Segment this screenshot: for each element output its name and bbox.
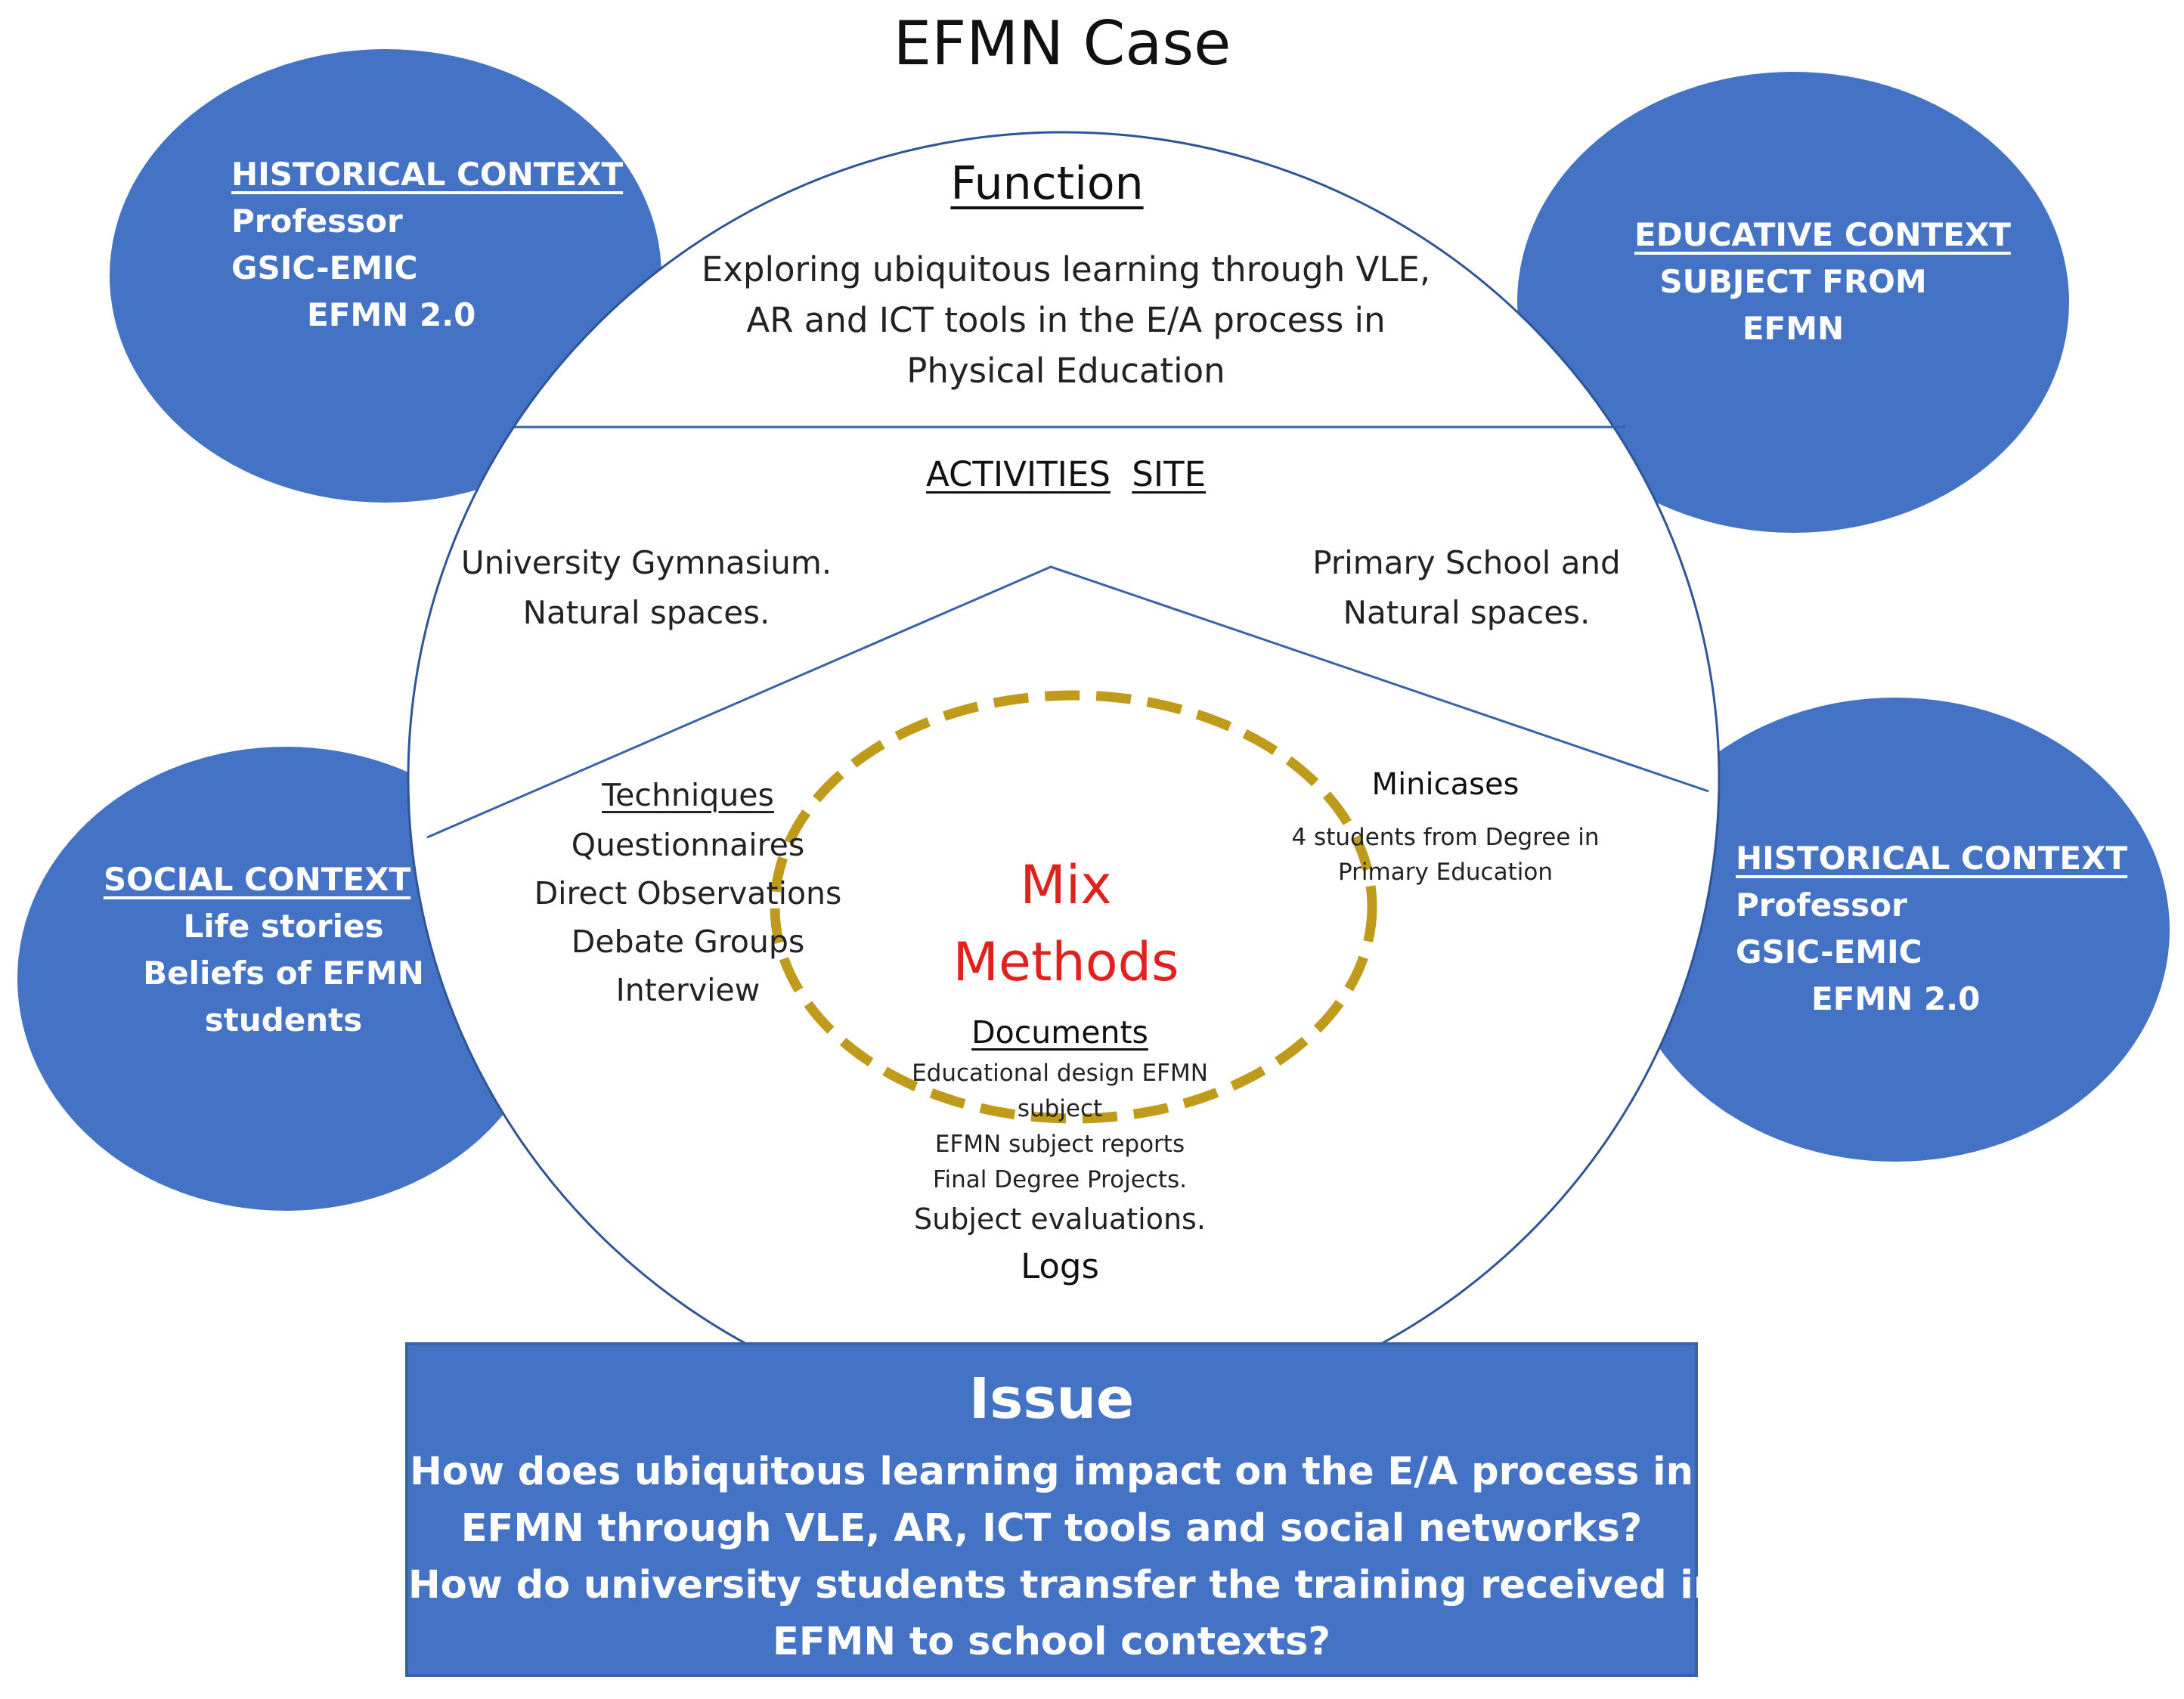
educative-context-heading: EDUCATIVE CONTEXT bbox=[1634, 216, 2011, 253]
activities-site-right-line: Natural spaces. bbox=[1343, 594, 1591, 631]
historical-context-left-circle bbox=[110, 49, 661, 503]
social-context-heading: SOCIAL CONTEXT bbox=[103, 861, 411, 898]
social-context-line: Beliefs of EFMN bbox=[143, 955, 424, 992]
technique-item: Interview bbox=[615, 972, 761, 1008]
techniques: Techniques Questionnaires Direct Observa… bbox=[461, 771, 915, 1014]
mix-methods-line: Mix bbox=[1020, 854, 1112, 916]
technique-item: Direct Observations bbox=[534, 875, 842, 911]
issue-line: How do university students transfer the … bbox=[408, 1563, 1721, 1608]
activities-site-heading-word: ACTIVITIES bbox=[925, 454, 1111, 494]
document-item: subject bbox=[1017, 1095, 1103, 1122]
educative-context-line: SUBJECT FROM bbox=[1659, 263, 1927, 300]
activities-site-heading: ACTIVITIES SITE bbox=[926, 452, 1206, 497]
activities-site-roof-line bbox=[426, 565, 1709, 839]
issue-line: EFMN through VLE, AR, ICT tools and soci… bbox=[460, 1506, 1643, 1551]
activities-site-right: Primary School and Natural spaces. bbox=[1240, 538, 1693, 638]
issue-line: How does ubiquitous learning impact on t… bbox=[410, 1450, 1693, 1494]
document-item: EFMN subject reports bbox=[934, 1131, 1185, 1158]
historical-context-right-line: Professor bbox=[1736, 887, 1907, 924]
minicases-line: 4 students from Degree in bbox=[1291, 824, 1600, 851]
document-item-logs: Logs bbox=[1021, 1246, 1099, 1286]
historical-context-left-line: GSIC-EMIC bbox=[231, 249, 418, 286]
historical-context-right-line: EFMN 2.0 bbox=[1811, 980, 1981, 1017]
mix-methods-dashed-ellipse bbox=[770, 690, 1377, 1124]
activities-site-right-line: Primary School and bbox=[1312, 544, 1621, 581]
issue-box: Issue How does ubiquitous learning impac… bbox=[405, 1342, 1721, 1677]
activities-site-left-line: University Gymnasium. bbox=[460, 544, 832, 581]
function-line: AR and ICT tools in the E/A process in bbox=[746, 300, 1386, 340]
document-item-evaluations: Subject evaluations. bbox=[914, 1202, 1206, 1236]
social-context-line: Life stories bbox=[183, 908, 384, 945]
issue-questions: How does ubiquitous learning impact on t… bbox=[408, 1444, 1721, 1670]
minicases-line: Primary Education bbox=[1338, 859, 1553, 886]
function-heading: Function bbox=[950, 157, 1144, 210]
mix-methods-label: Mix Methods bbox=[877, 846, 1255, 1001]
issue-heading: Issue bbox=[968, 1366, 1135, 1431]
social-context: SOCIAL CONTEXT Life stories Beliefs of E… bbox=[104, 856, 446, 1044]
function-line: Physical Education bbox=[906, 351, 1225, 391]
social-context-line: students bbox=[204, 1001, 363, 1038]
activities-site-left: University Gymnasium. Natural spaces. bbox=[420, 538, 873, 638]
issue-line: EFMN to school contexts? bbox=[772, 1620, 1331, 1664]
historical-context-right: HISTORICAL CONTEXT Professor GSIC-EMIC E… bbox=[1736, 835, 2127, 1023]
documents-heading: Documents bbox=[971, 1014, 1148, 1051]
educative-context: EDUCATIVE CONTEXT SUBJECT FROM EFMN bbox=[1634, 212, 2011, 352]
documents-list: Educational design EFMN subject EFMN sub… bbox=[833, 1056, 1287, 1198]
historical-context-left-heading: HISTORICAL CONTEXT bbox=[231, 156, 624, 193]
historical-context-left-line: Professor bbox=[231, 203, 403, 240]
document-item: Educational design EFMN bbox=[912, 1060, 1208, 1087]
activities-site-left-line: Natural spaces. bbox=[522, 594, 770, 631]
historical-context-right-line: GSIC-EMIC bbox=[1736, 933, 1922, 970]
function-description: Exploring ubiquitous learning through VL… bbox=[612, 244, 1520, 396]
diagram-title: EFMN Case bbox=[893, 8, 1231, 79]
minicases-heading: Minicases bbox=[1371, 767, 1520, 802]
mix-methods-line: Methods bbox=[953, 931, 1179, 993]
educative-context-line: EFMN bbox=[1742, 310, 1845, 347]
function-line: Exploring ubiquitous learning through VL… bbox=[701, 249, 1431, 289]
historical-context-right-heading: HISTORICAL CONTEXT bbox=[1736, 840, 2128, 877]
historical-context-left: HISTORICAL CONTEXT Professor GSIC-EMIC E… bbox=[231, 151, 623, 339]
activities-site-heading-word: SITE bbox=[1132, 454, 1207, 494]
historical-context-right-circle bbox=[1621, 698, 2170, 1162]
techniques-heading: Techniques bbox=[602, 777, 774, 813]
minicases-description: 4 students from Degree in Primary Educat… bbox=[1219, 820, 1672, 890]
technique-item: Debate Groups bbox=[571, 924, 805, 960]
historical-context-left-line: EFMN 2.0 bbox=[307, 296, 476, 333]
technique-item: Questionnaires bbox=[571, 827, 805, 863]
document-item: Final Degree Projects. bbox=[932, 1166, 1188, 1193]
educative-context-circle bbox=[1517, 72, 2069, 533]
